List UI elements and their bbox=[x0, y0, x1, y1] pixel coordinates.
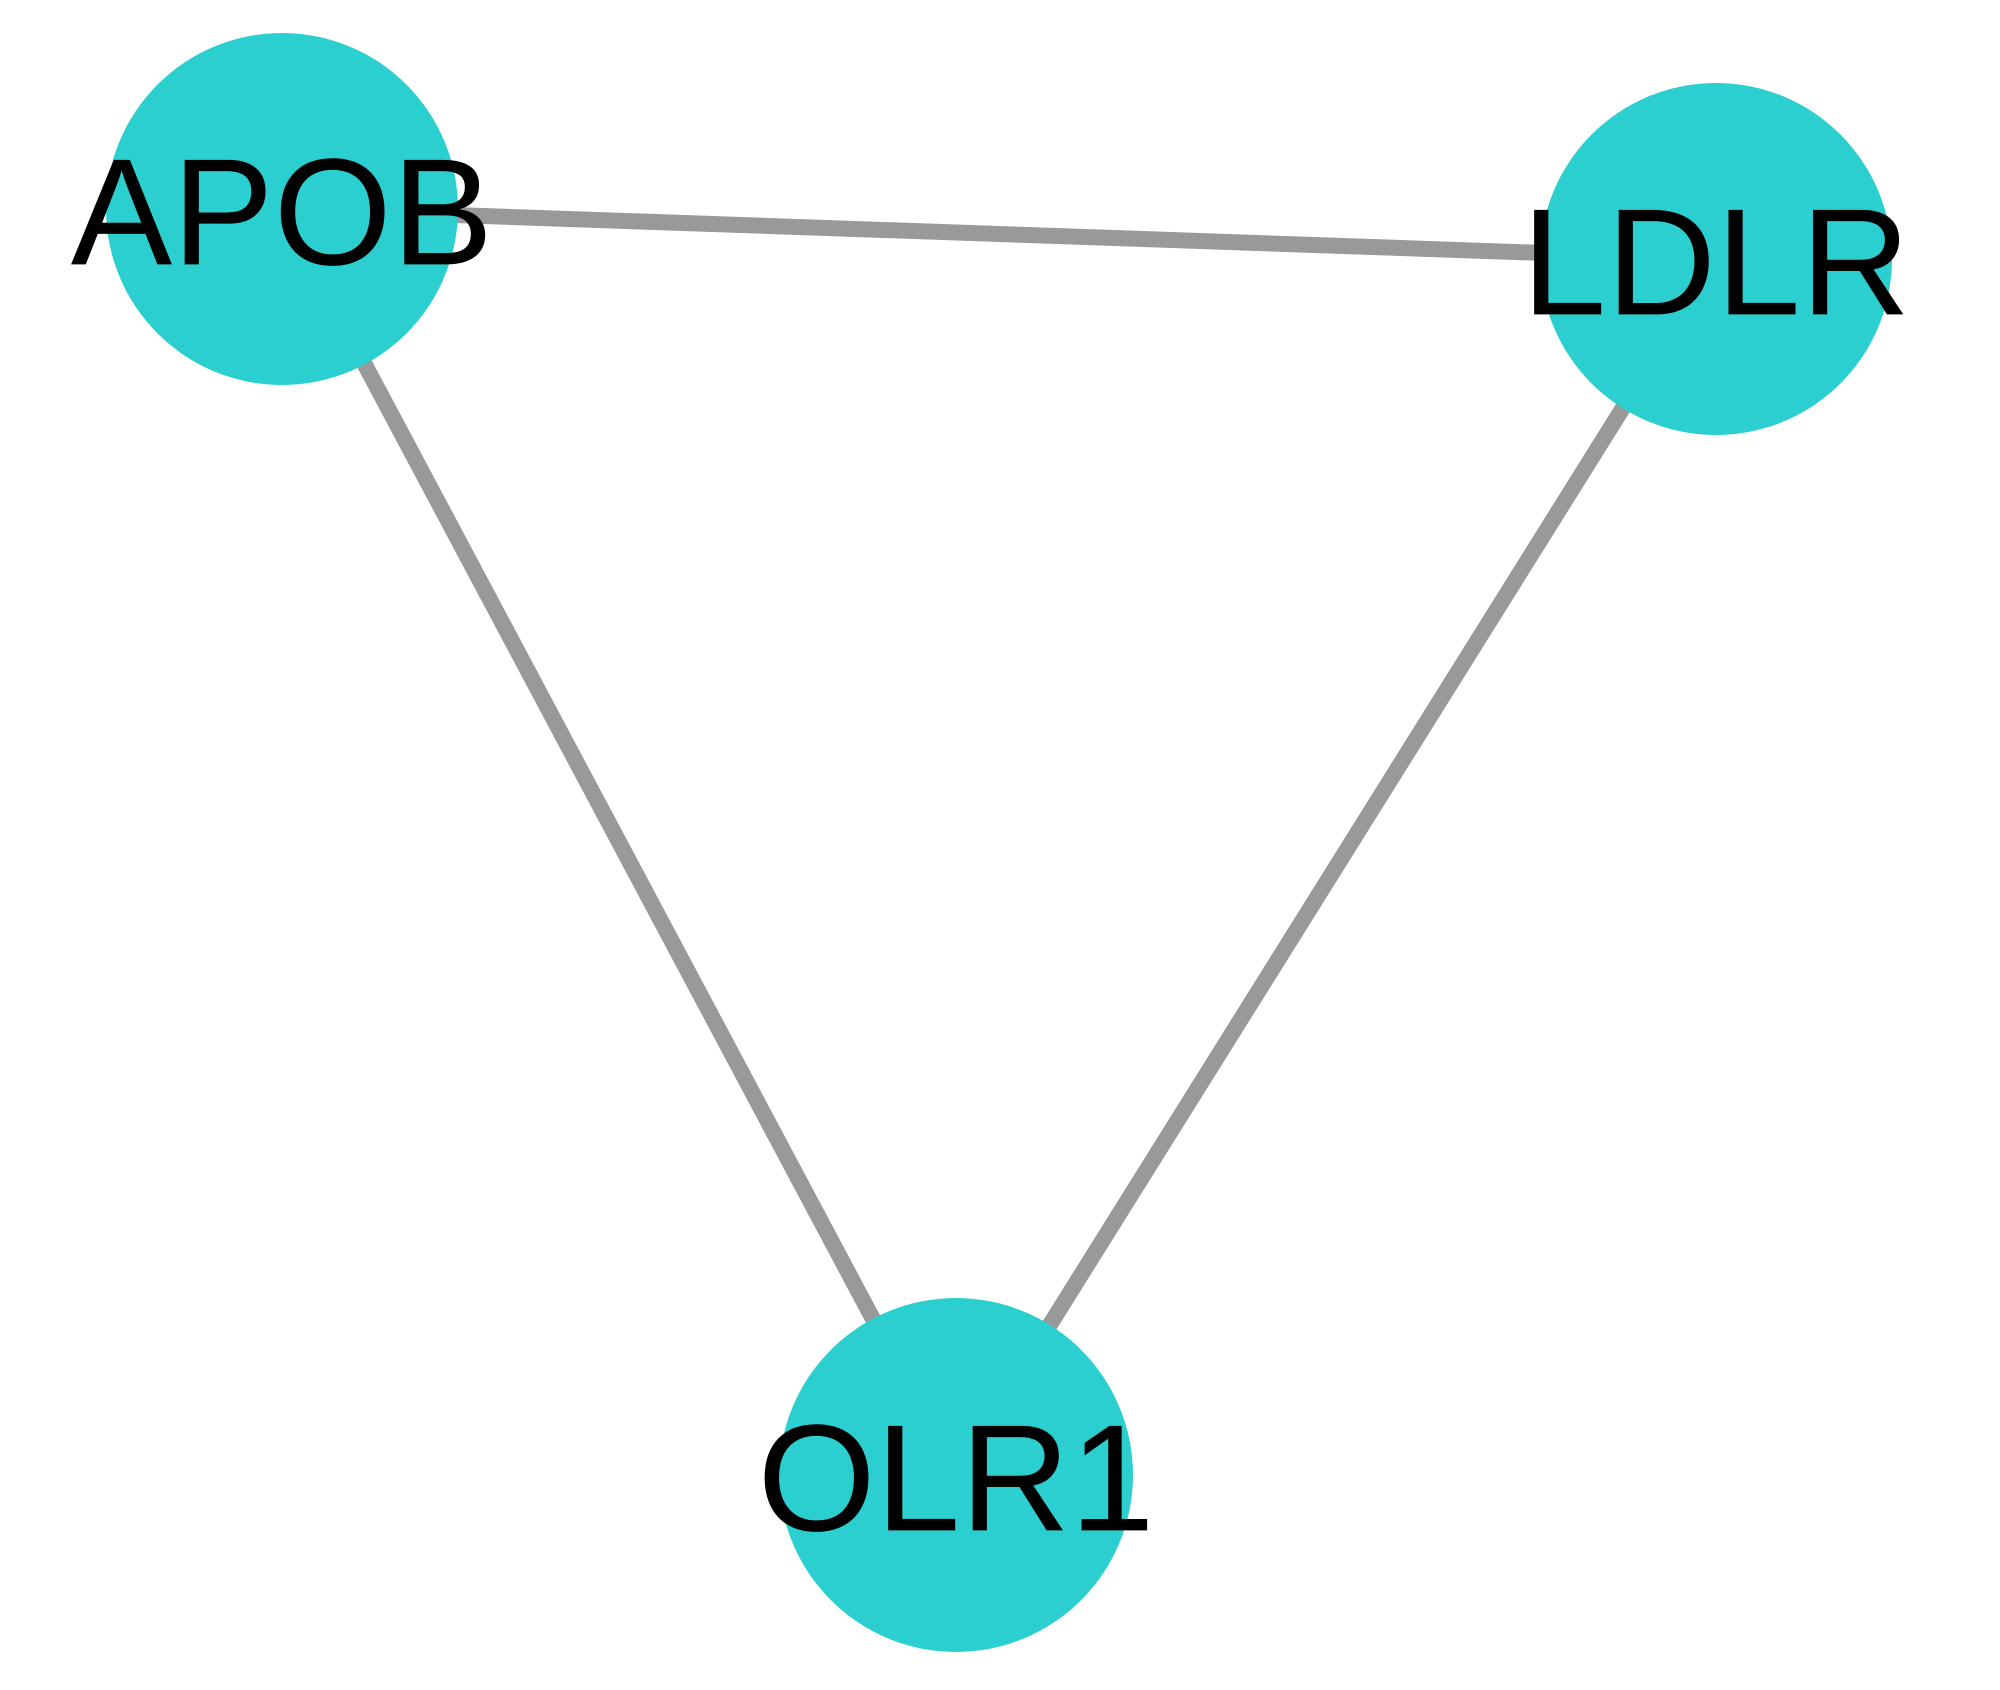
node-APOB[interactable] bbox=[106, 33, 458, 385]
node-group-OLR1: OLR1 bbox=[757, 1298, 1155, 1652]
node-group-LDLR: LDLR bbox=[1522, 83, 1911, 435]
node-LDLR[interactable] bbox=[1540, 83, 1892, 435]
node-group-APOB: APOB bbox=[71, 33, 493, 385]
node-OLR1[interactable] bbox=[779, 1298, 1133, 1652]
node-label-APOB: APOB bbox=[71, 127, 493, 297]
edge-LDLR-OLR1 bbox=[948, 251, 1724, 1483]
edge-APOB-OLR1 bbox=[274, 201, 964, 1483]
node-label-LDLR: LDLR bbox=[1522, 177, 1911, 347]
node-label-OLR1: OLR1 bbox=[757, 1393, 1154, 1563]
edge-APOB-LDLR bbox=[274, 201, 1724, 267]
